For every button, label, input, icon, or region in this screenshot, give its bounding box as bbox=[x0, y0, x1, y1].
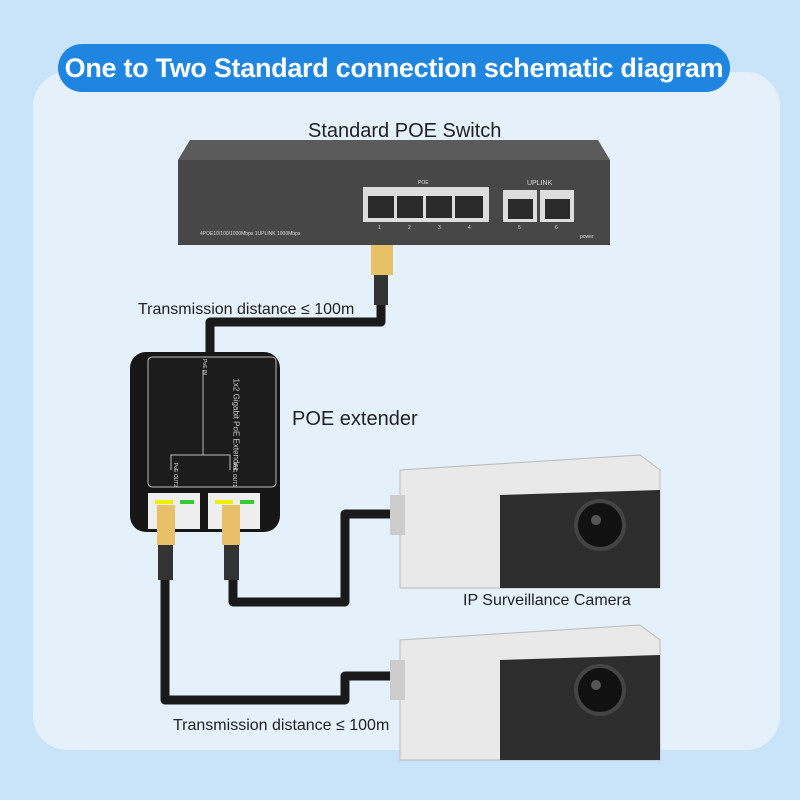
power-label: power bbox=[580, 234, 594, 240]
port-number: 5 bbox=[518, 225, 521, 231]
distance-label-top: Transmission distance ≤ 100m bbox=[138, 301, 355, 318]
camera-label: IP Surveillance Camera bbox=[463, 592, 631, 609]
uplink-port-label: UPLINK bbox=[527, 180, 553, 187]
cable-extender-camera1 bbox=[228, 509, 398, 607]
distance-label-bottom: Transmission distance ≤ 100m bbox=[173, 717, 390, 734]
camera-2 bbox=[390, 624, 661, 761]
switch-spec: 4POE10/100/1000Mbps 1UPLINK 1000Mbps bbox=[200, 231, 301, 237]
extender-out2-label: PoE OUT2 bbox=[172, 462, 179, 488]
extender-label: POE extender bbox=[292, 408, 418, 430]
poe-extender bbox=[130, 352, 280, 580]
extender-in-label: PoE IN bbox=[200, 359, 207, 375]
port-number: 3 bbox=[438, 225, 441, 231]
port-number: 1 bbox=[378, 225, 381, 231]
port-number: 4 bbox=[468, 225, 471, 231]
poe-switch bbox=[178, 140, 610, 305]
camera-1 bbox=[390, 454, 661, 589]
cable-extender-camera2 bbox=[160, 575, 398, 705]
extender-device-text: 1x2 Gigabit PoE Extender bbox=[231, 378, 241, 471]
poe-port-label: POE bbox=[418, 180, 429, 186]
switch-label: Standard POE Switch bbox=[308, 120, 502, 142]
extender-out1-label: PoE OUT1 bbox=[231, 462, 238, 488]
port-number: 2 bbox=[408, 225, 411, 231]
page-title: One to Two Standard connection schematic… bbox=[58, 44, 730, 92]
port-number: 6 bbox=[555, 225, 558, 231]
